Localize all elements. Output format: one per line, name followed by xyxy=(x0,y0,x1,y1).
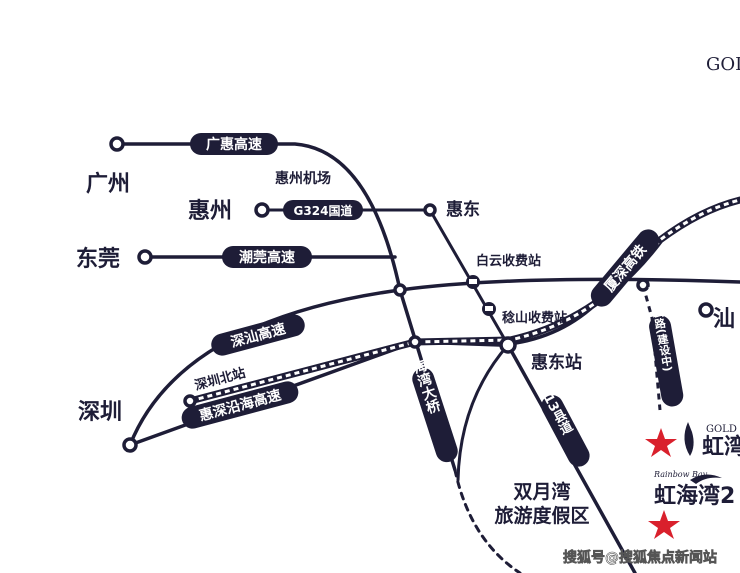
junction-node-2 xyxy=(408,335,422,349)
brand-top-label: GOLD xyxy=(706,424,737,435)
brand-script: Rainbow Bay xyxy=(653,470,708,479)
shanwei-label: 汕 xyxy=(713,307,735,332)
huizhou-node xyxy=(254,202,270,218)
svg-text:双月湾: 双月湾 xyxy=(513,480,570,503)
huidong-station-node xyxy=(499,336,517,354)
baiyun-toll-icon xyxy=(466,275,480,289)
huizhou-airport-label: 惠州机场 xyxy=(275,170,331,187)
svg-text:潮莞高速: 潮莞高速 xyxy=(239,249,295,266)
bay-bridge-dashed-line xyxy=(453,468,522,573)
dongguan-label: 东莞 xyxy=(76,246,120,272)
wenshan-toll-icon xyxy=(482,302,496,316)
brand-name-cut: 虹湾 xyxy=(702,434,740,460)
huidong-label: 惠东 xyxy=(446,199,480,220)
wenshan-toll-label: 稔山收费站 xyxy=(502,310,567,326)
g324-label: G324国道 xyxy=(283,200,363,220)
junction-node-1 xyxy=(393,283,407,297)
dongguan-node xyxy=(137,249,153,265)
map-nodes xyxy=(109,136,714,453)
svg-text:广惠高速: 广惠高速 xyxy=(206,136,262,153)
top-right-text: GOL xyxy=(706,54,740,75)
svg-text:旅游度假区: 旅游度假区 xyxy=(494,504,589,527)
huizhou-label: 惠州 xyxy=(188,199,232,224)
chaoguan-label: 潮莞高速 xyxy=(222,246,312,268)
shanwei-node xyxy=(698,302,714,318)
guangzhou-node xyxy=(109,136,125,152)
huidong-station-label: 惠东站 xyxy=(531,352,582,373)
project-markers: GOLD 虹湾 Rainbow Bay 虹海湾2 xyxy=(645,422,740,539)
huidong-node xyxy=(423,203,437,217)
mermaid-logo-icon xyxy=(684,422,694,456)
ring-road-label: 环岛公路(建设中) xyxy=(646,284,684,407)
resort-label: 双月湾 旅游度假区 xyxy=(494,480,589,527)
ring-road-dashed-line xyxy=(641,284,662,411)
guanghui-expressway-line xyxy=(115,142,457,472)
guangzhou-label: 广州 xyxy=(86,171,130,197)
watermark-text: 搜狐号@搜狐焦点新闻站 xyxy=(563,549,717,566)
ring-road-node xyxy=(636,278,650,292)
baiyun-toll-label: 白云收费站 xyxy=(476,253,541,269)
svg-text:G324国道: G324国道 xyxy=(294,203,353,218)
bay-curve-line xyxy=(456,343,510,482)
city-labels: 广州 惠州 东莞 深圳 汕 xyxy=(76,171,735,425)
bay-bridge-label: 海湾大桥 xyxy=(409,357,458,463)
shenzhen-north-node xyxy=(183,394,197,408)
shenshan-label: 深汕高速 xyxy=(211,314,305,356)
brand-name: 虹海湾2 xyxy=(654,483,735,509)
shenzhen-label: 深圳 xyxy=(78,400,122,425)
guanghui-label: 广惠高速 xyxy=(190,133,278,155)
wave-logo-icon xyxy=(690,474,722,484)
star-icon-2 xyxy=(648,510,680,539)
county-road-label: 213县道 xyxy=(536,383,590,467)
road-labels: 广惠高速 G324国道 潮莞高速 深汕高速 惠深沿海高速 海湾大桥 厦深高铁 xyxy=(181,133,684,467)
svg-text:海湾大桥: 海湾大桥 xyxy=(409,357,442,417)
shenzhen-node xyxy=(122,437,138,453)
star-icon xyxy=(645,428,677,457)
toll-icons xyxy=(466,275,496,316)
